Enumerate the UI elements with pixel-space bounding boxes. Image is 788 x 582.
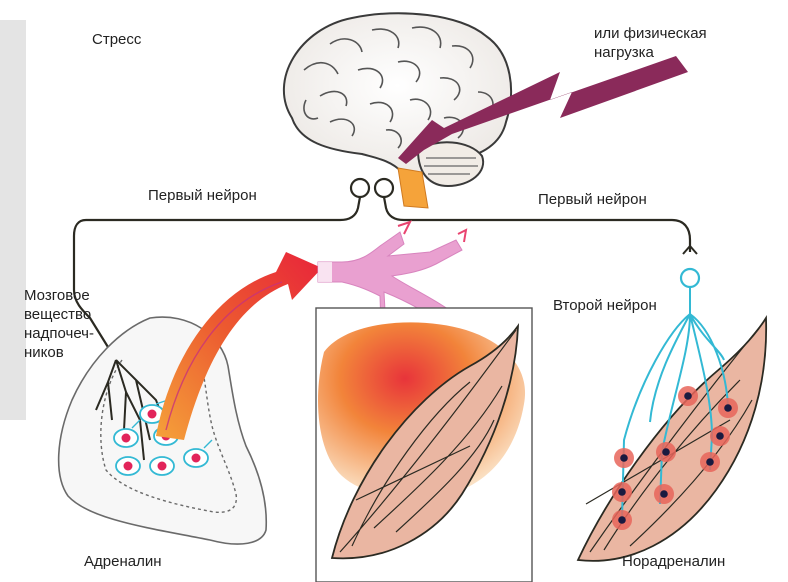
brain xyxy=(284,13,511,208)
first-neuron-left-label: Первый нейрон xyxy=(148,186,257,205)
stress-label: Стресс xyxy=(92,30,141,49)
adrenaline-label: Адреналин xyxy=(84,552,161,571)
second-neuron-label: Второй нейрон xyxy=(553,296,657,315)
physical-load-label: или физическая нагрузка xyxy=(594,24,707,62)
middle-muscle-panel xyxy=(316,308,532,582)
noradrenaline-label: Норадреналин xyxy=(622,552,725,571)
ganglion-rings xyxy=(351,179,393,197)
adrenal-medulla-label: Мозговое вещество надпочеч- ников xyxy=(24,286,94,362)
left-edge-shade xyxy=(0,20,26,420)
first-neuron-right-label: Первый нейрон xyxy=(538,190,647,209)
